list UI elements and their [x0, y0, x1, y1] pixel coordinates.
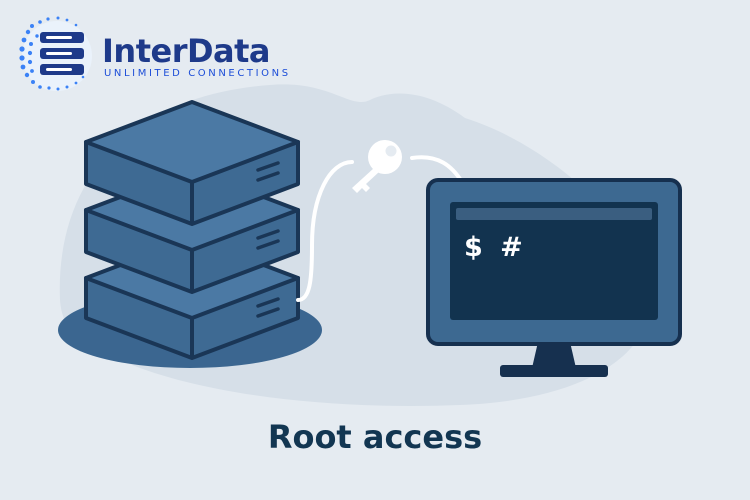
caption-title: Root access	[267, 418, 483, 456]
monitor-icon	[426, 178, 682, 377]
server-stack-icon	[58, 100, 322, 368]
monitor-base	[500, 365, 608, 377]
terminal-prompt: $ #	[464, 232, 527, 263]
interdata-logo-icon	[19, 16, 92, 91]
terminal-screen	[450, 202, 658, 320]
brand-name: InterData	[102, 32, 271, 70]
brand-tagline: UNLIMITED CONNECTIONS	[104, 68, 291, 79]
monitor-neck	[532, 342, 576, 368]
terminal-title-bar	[456, 208, 652, 220]
key-icon	[352, 140, 402, 193]
connection-cable-left	[296, 160, 354, 302]
